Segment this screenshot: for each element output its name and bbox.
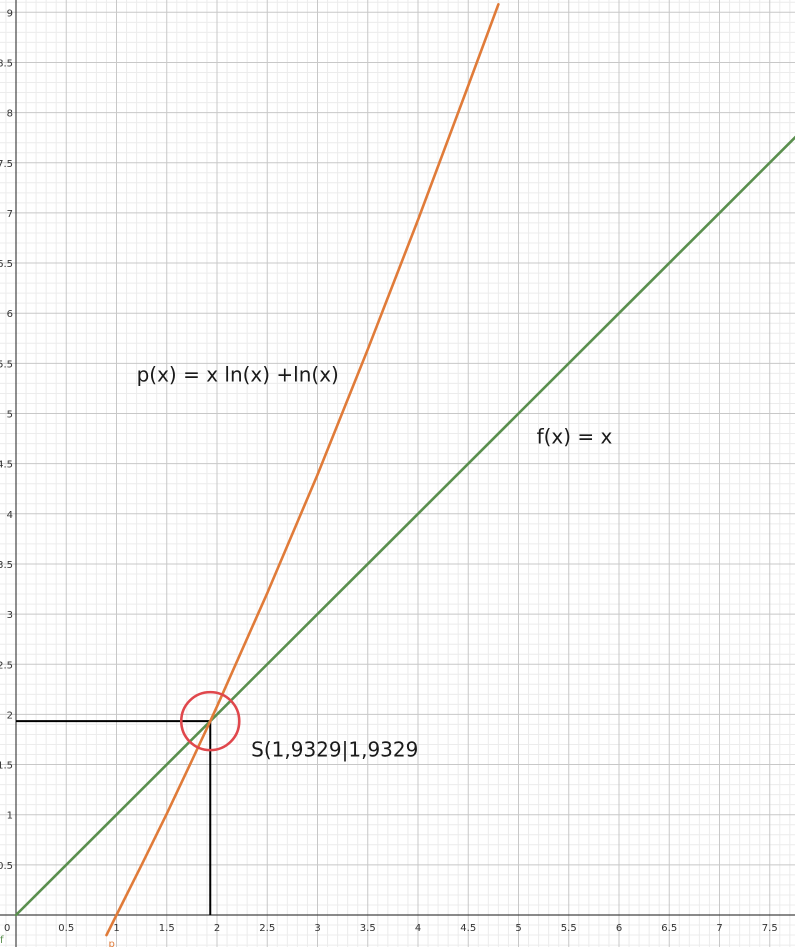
y-tick-label: 2.5 [0,660,13,671]
annotation-marks [179,690,241,752]
x-tick-label: 5 [515,923,521,934]
function-label-f: f(x) = x [537,425,613,449]
intersection-guides [16,720,212,915]
x-tick-label: 3 [314,923,320,934]
y-tick-label: 0.5 [0,861,13,872]
series-f-name: f [0,935,4,946]
y-tick-label: 7 [7,209,13,220]
series-p-line [105,3,500,937]
y-tick-label: 2 [7,710,13,721]
y-tick-label: 1.5 [0,761,13,772]
x-tick-label: 1.5 [159,923,175,934]
x-tick-label: 2 [214,923,220,934]
y-tick-label: 6.5 [0,259,13,270]
series-f-line [14,135,795,917]
x-tick-label: 0.5 [58,923,74,934]
x-tick-label: 4 [415,923,421,934]
y-tick-label: 8.5 [0,58,13,69]
y-tick-label: 3.5 [0,560,13,571]
y-tick-label: 5 [7,410,13,421]
x-axis-ticks: 0 0.5 1 1.5 2 2.5 3 3.5 4 4.5 5 5.5 6 6.5 7 7.5 [4,923,778,934]
function-label-p: p(x) = x ln(x) +ln(x) [137,362,339,386]
x-tick-label: 6 [616,923,622,934]
intersection-circle [179,690,241,752]
x-tick-label: 2.5 [259,923,275,934]
y-tick-label: 4 [7,510,13,521]
series-p-name: p [108,939,114,947]
x-tick-label: 3.5 [360,923,376,934]
y-tick-label: 4.5 [0,460,13,471]
y-tick-label: 1 [7,811,13,822]
y-tick-label: 7.5 [0,159,13,170]
x-tick-label: 7.5 [762,923,778,934]
x-tick-label: 4.5 [460,923,476,934]
y-axis-ticks: 0.5 1 1.5 2 2.5 3 3.5 4 4.5 5 5.5 6 6.5 7 7.5 8 8.5 9 [0,8,13,872]
intersection-label: S(1,9329|1,9329 [251,738,418,762]
x-tick-label: 5.5 [561,923,577,934]
x-tick-label: 7 [716,923,722,934]
x-tick-label: 0 [4,923,10,934]
x-tick-label: 6.5 [661,923,677,934]
function-labels: f(x) = x p(x) = x ln(x) +ln(x) S(1,9329|1,… [137,362,613,761]
y-tick-label: 6 [7,309,13,320]
x-tick-label: 1 [113,923,119,934]
y-tick-label: 3 [7,610,13,621]
y-tick-label: 9 [7,8,13,19]
y-tick-label: 5.5 [0,359,13,370]
y-tick-label: 8 [7,109,13,120]
